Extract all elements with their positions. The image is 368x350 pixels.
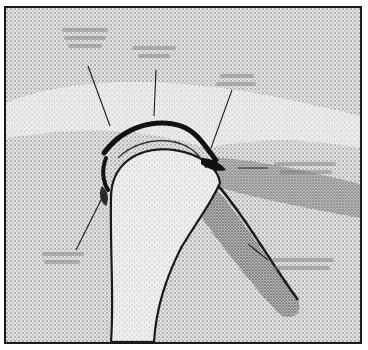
diagram-frame	[4, 6, 362, 344]
joint-illustration	[6, 8, 360, 342]
